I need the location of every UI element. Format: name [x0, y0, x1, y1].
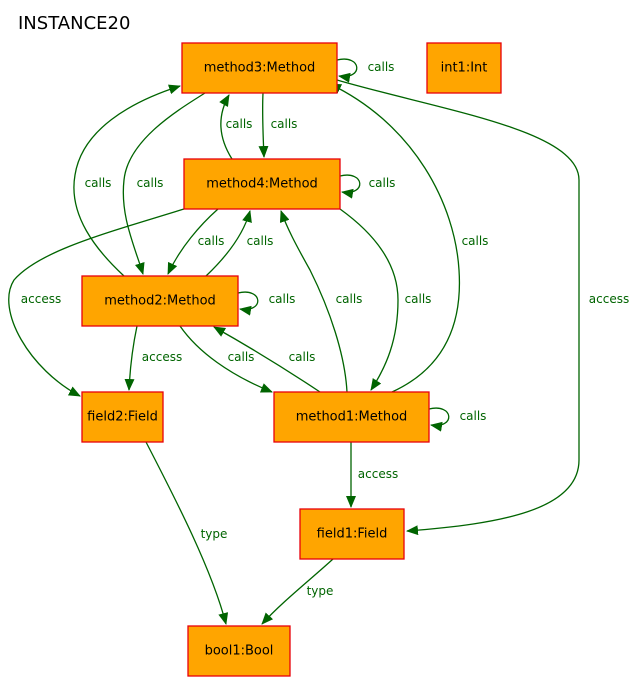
edge-label: calls: [289, 350, 316, 364]
edge-method4-to-method2: calls: [167, 208, 225, 275]
edge-method2-to-method1: calls: [179, 325, 273, 393]
edge-line: [122, 92, 206, 275]
node-box: [181, 42, 338, 94]
edge-label: calls: [271, 117, 298, 131]
node-box: [273, 391, 430, 443]
edge-label: access: [589, 292, 629, 306]
edge-method2-to-method4: calls: [205, 210, 274, 277]
edge-method2-to-field2: access: [124, 325, 182, 391]
edge-method2-to-method3: calls: [73, 84, 181, 277]
edge-line: [336, 79, 580, 536]
edge-label: calls: [198, 234, 225, 248]
edges-layer: calls calls calls calls calls calls access call…: [8, 58, 629, 625]
node-box: [426, 42, 502, 94]
node-label: int1:Int: [441, 61, 488, 76]
edge-line: [339, 174, 361, 199]
node-bool1: bool1:Bool: [187, 625, 291, 677]
edge-line: [261, 558, 334, 625]
edge-method1-to-method3: calls: [329, 83, 489, 393]
edge-label: calls: [460, 409, 487, 423]
node-method3: method3:Method: [181, 42, 338, 94]
edge-line: [73, 84, 181, 277]
edge-method3-to-method2: calls: [122, 92, 206, 275]
edge-method4-to-method3: calls: [219, 94, 253, 160]
edge-method1-to-method4: calls: [279, 210, 363, 393]
node-label: method2:Method: [104, 294, 216, 309]
node-label: field2:Field: [87, 410, 158, 425]
edge-method3-to-method3: calls: [336, 58, 395, 83]
edge-line: [428, 407, 450, 432]
edge-line: [219, 94, 233, 160]
edge-label: calls: [405, 292, 432, 306]
edge-method1-to-method1: calls: [428, 407, 487, 432]
node-label: method4:Method: [206, 177, 318, 192]
edge-line: [329, 83, 461, 393]
edge-label: calls: [85, 176, 112, 190]
edge-method2-to-method2: calls: [237, 291, 296, 316]
edge-field1-to-bool1: type: [261, 558, 334, 625]
edge-label: calls: [462, 234, 489, 248]
edge-line: [339, 208, 399, 391]
edge-label: calls: [226, 117, 253, 131]
node-box: [81, 275, 239, 327]
edge-label: calls: [137, 176, 164, 190]
edge-method4-to-method4: calls: [339, 174, 396, 199]
node-box: [299, 508, 405, 560]
node-int1: int1:Int: [426, 42, 502, 94]
edge-line: [237, 291, 259, 316]
edge-label: calls: [228, 350, 255, 364]
node-label: method1:Method: [296, 410, 408, 425]
edge-label: calls: [368, 60, 395, 74]
edge-label: access: [142, 350, 182, 364]
edge-label: type: [307, 584, 334, 598]
edge-line: [213, 326, 321, 393]
node-field2: field2:Field: [81, 391, 164, 443]
edge-method3-to-method4: calls: [258, 92, 298, 158]
node-field1: field1:Field: [299, 508, 405, 560]
edge-label: access: [21, 292, 61, 306]
edge-label: calls: [369, 176, 396, 190]
edge-method4-to-field2: access: [8, 208, 185, 397]
edge-line: [205, 210, 252, 277]
edge-line: [145, 441, 229, 625]
edge-method1-to-field1: access: [346, 441, 398, 508]
edge-line: [124, 325, 138, 391]
node-label: field1:Field: [317, 527, 388, 542]
nodes-layer: method3:Method int1:Int method4:Method meth…: [81, 42, 502, 677]
edge-label: calls: [247, 234, 274, 248]
node-method1: method1:Method: [273, 391, 430, 443]
edge-line: [279, 210, 348, 393]
node-box: [81, 391, 164, 443]
edge-line: [179, 325, 273, 393]
edge-method3-to-field1: access: [336, 79, 629, 536]
edge-line: [167, 208, 219, 275]
edge-method4-to-method1: calls: [339, 208, 432, 391]
node-method4: method4:Method: [183, 158, 341, 210]
edge-label: calls: [336, 292, 363, 306]
edge-method1-to-method2: calls: [213, 326, 321, 393]
edge-line: [258, 92, 269, 158]
node-label: method3:Method: [204, 61, 316, 76]
edge-label: type: [201, 527, 228, 541]
node-box: [183, 158, 341, 210]
edge-label: access: [358, 467, 398, 481]
node-label: bool1:Bool: [205, 644, 274, 659]
node-box: [187, 625, 291, 677]
edge-line: [8, 208, 185, 397]
edge-label: calls: [269, 292, 296, 306]
edge-field2-to-bool1: type: [145, 441, 229, 625]
diagram-title: INSTANCE20: [18, 13, 130, 34]
node-method2: method2:Method: [81, 275, 239, 327]
edge-line: [336, 58, 358, 83]
